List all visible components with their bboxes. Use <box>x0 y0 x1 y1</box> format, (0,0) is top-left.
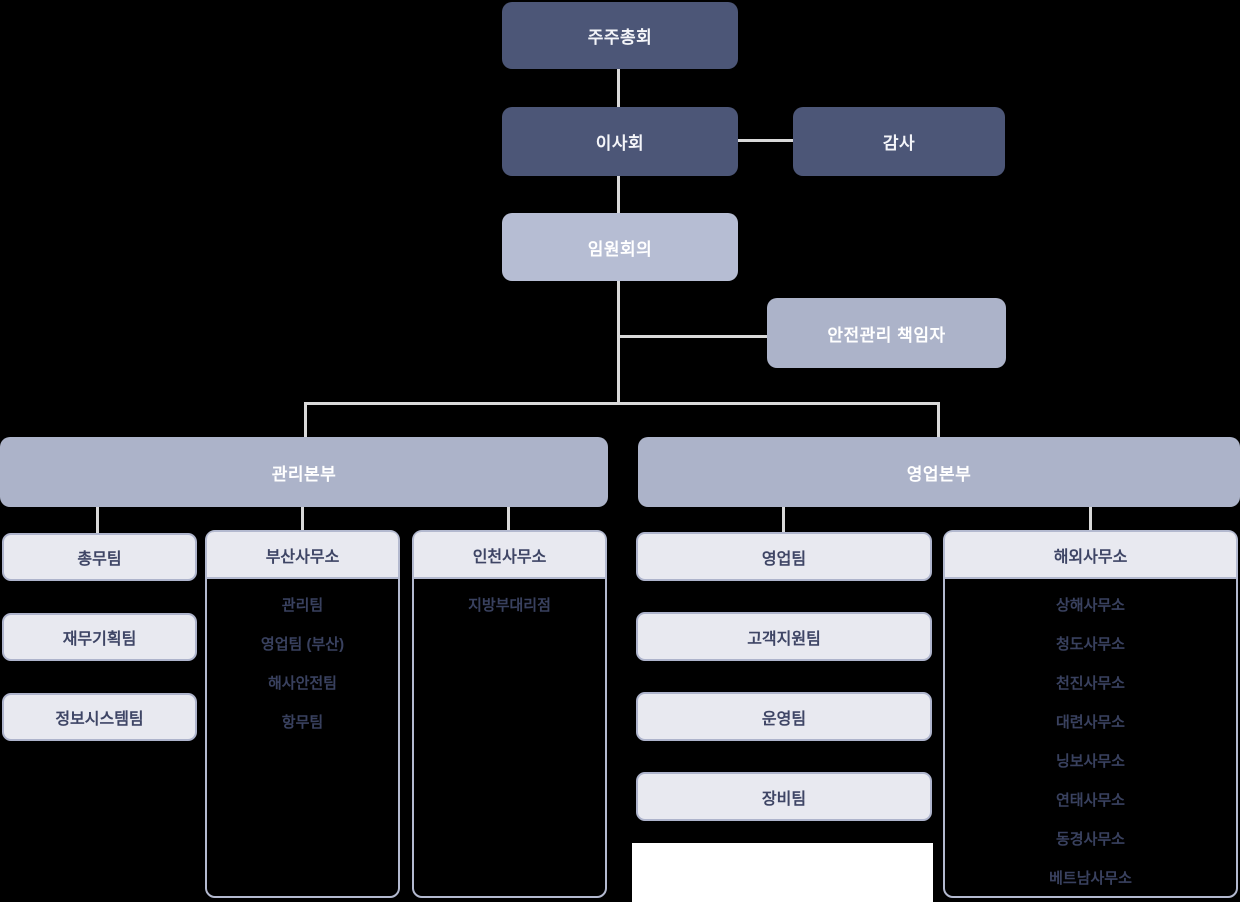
overseas-branch-item: 베트남사무소 <box>1049 870 1132 887</box>
office-team-item: 지방부대리점 <box>468 597 551 614</box>
connector-executive-split <box>617 281 620 404</box>
incheon-office-list: 지방부대리점 <box>414 579 605 624</box>
node-sales-division: 영업본부 <box>638 437 1240 507</box>
node-safety-officer: 안전관리 책임자 <box>767 298 1006 368</box>
connector-shareholders-board <box>617 69 620 107</box>
node-board-of-directors: 이사회 <box>502 107 738 176</box>
node-shareholders-meeting: 주주총회 <box>502 2 738 69</box>
overseas-branch-item: 연태사무소 <box>1055 792 1125 809</box>
connector-to-incheon-office <box>507 507 510 533</box>
overseas-office-title: 해외사무소 <box>945 532 1236 579</box>
overseas-branch-item: 상해사무소 <box>1055 597 1125 614</box>
white-background-patch <box>632 843 933 902</box>
team-box: 장비팀 <box>636 772 932 821</box>
team-box: 영업팀 <box>636 532 932 581</box>
connector-to-management <box>304 405 307 437</box>
overseas-branch-item: 청도사무소 <box>1055 636 1125 653</box>
connector-to-sales-team <box>782 505 785 532</box>
office-team-item: 관리팀 <box>281 597 324 614</box>
node-auditor: 감사 <box>793 107 1005 176</box>
office-team-item: 해사안전팀 <box>267 675 337 692</box>
team-box: 총무팀 <box>2 533 197 581</box>
connector-to-overseas-office <box>1089 505 1092 532</box>
node-management-division: 관리본부 <box>0 437 608 507</box>
team-box: 정보시스템팀 <box>2 693 197 741</box>
connector-board-executive <box>617 176 620 213</box>
office-team-item: 영업팀 (부산) <box>260 636 345 653</box>
overseas-branch-item: 천진사무소 <box>1055 675 1125 692</box>
team-box: 재무기획팀 <box>2 613 197 661</box>
incheon-office-panel: 인천사무소 지방부대리점 <box>412 530 607 898</box>
office-team-item: 항무팀 <box>281 714 324 731</box>
overseas-branch-item: 닝보사무소 <box>1055 753 1125 770</box>
connector-safety-officer <box>620 335 767 338</box>
connector-division-split <box>304 402 940 405</box>
connector-board-auditor <box>738 139 793 142</box>
busan-office-title: 부산사무소 <box>207 532 398 579</box>
connector-to-sales <box>937 405 940 437</box>
overseas-branch-item: 대련사무소 <box>1055 714 1125 731</box>
overseas-branch-item: 동경사무소 <box>1055 831 1125 848</box>
connector-to-general-affairs <box>96 507 99 533</box>
node-executive-meeting: 임원회의 <box>502 213 738 281</box>
team-box: 고객지원팀 <box>636 612 932 661</box>
connector-to-busan-office <box>301 507 304 533</box>
incheon-office-title: 인천사무소 <box>414 532 605 579</box>
team-box: 운영팀 <box>636 692 932 741</box>
